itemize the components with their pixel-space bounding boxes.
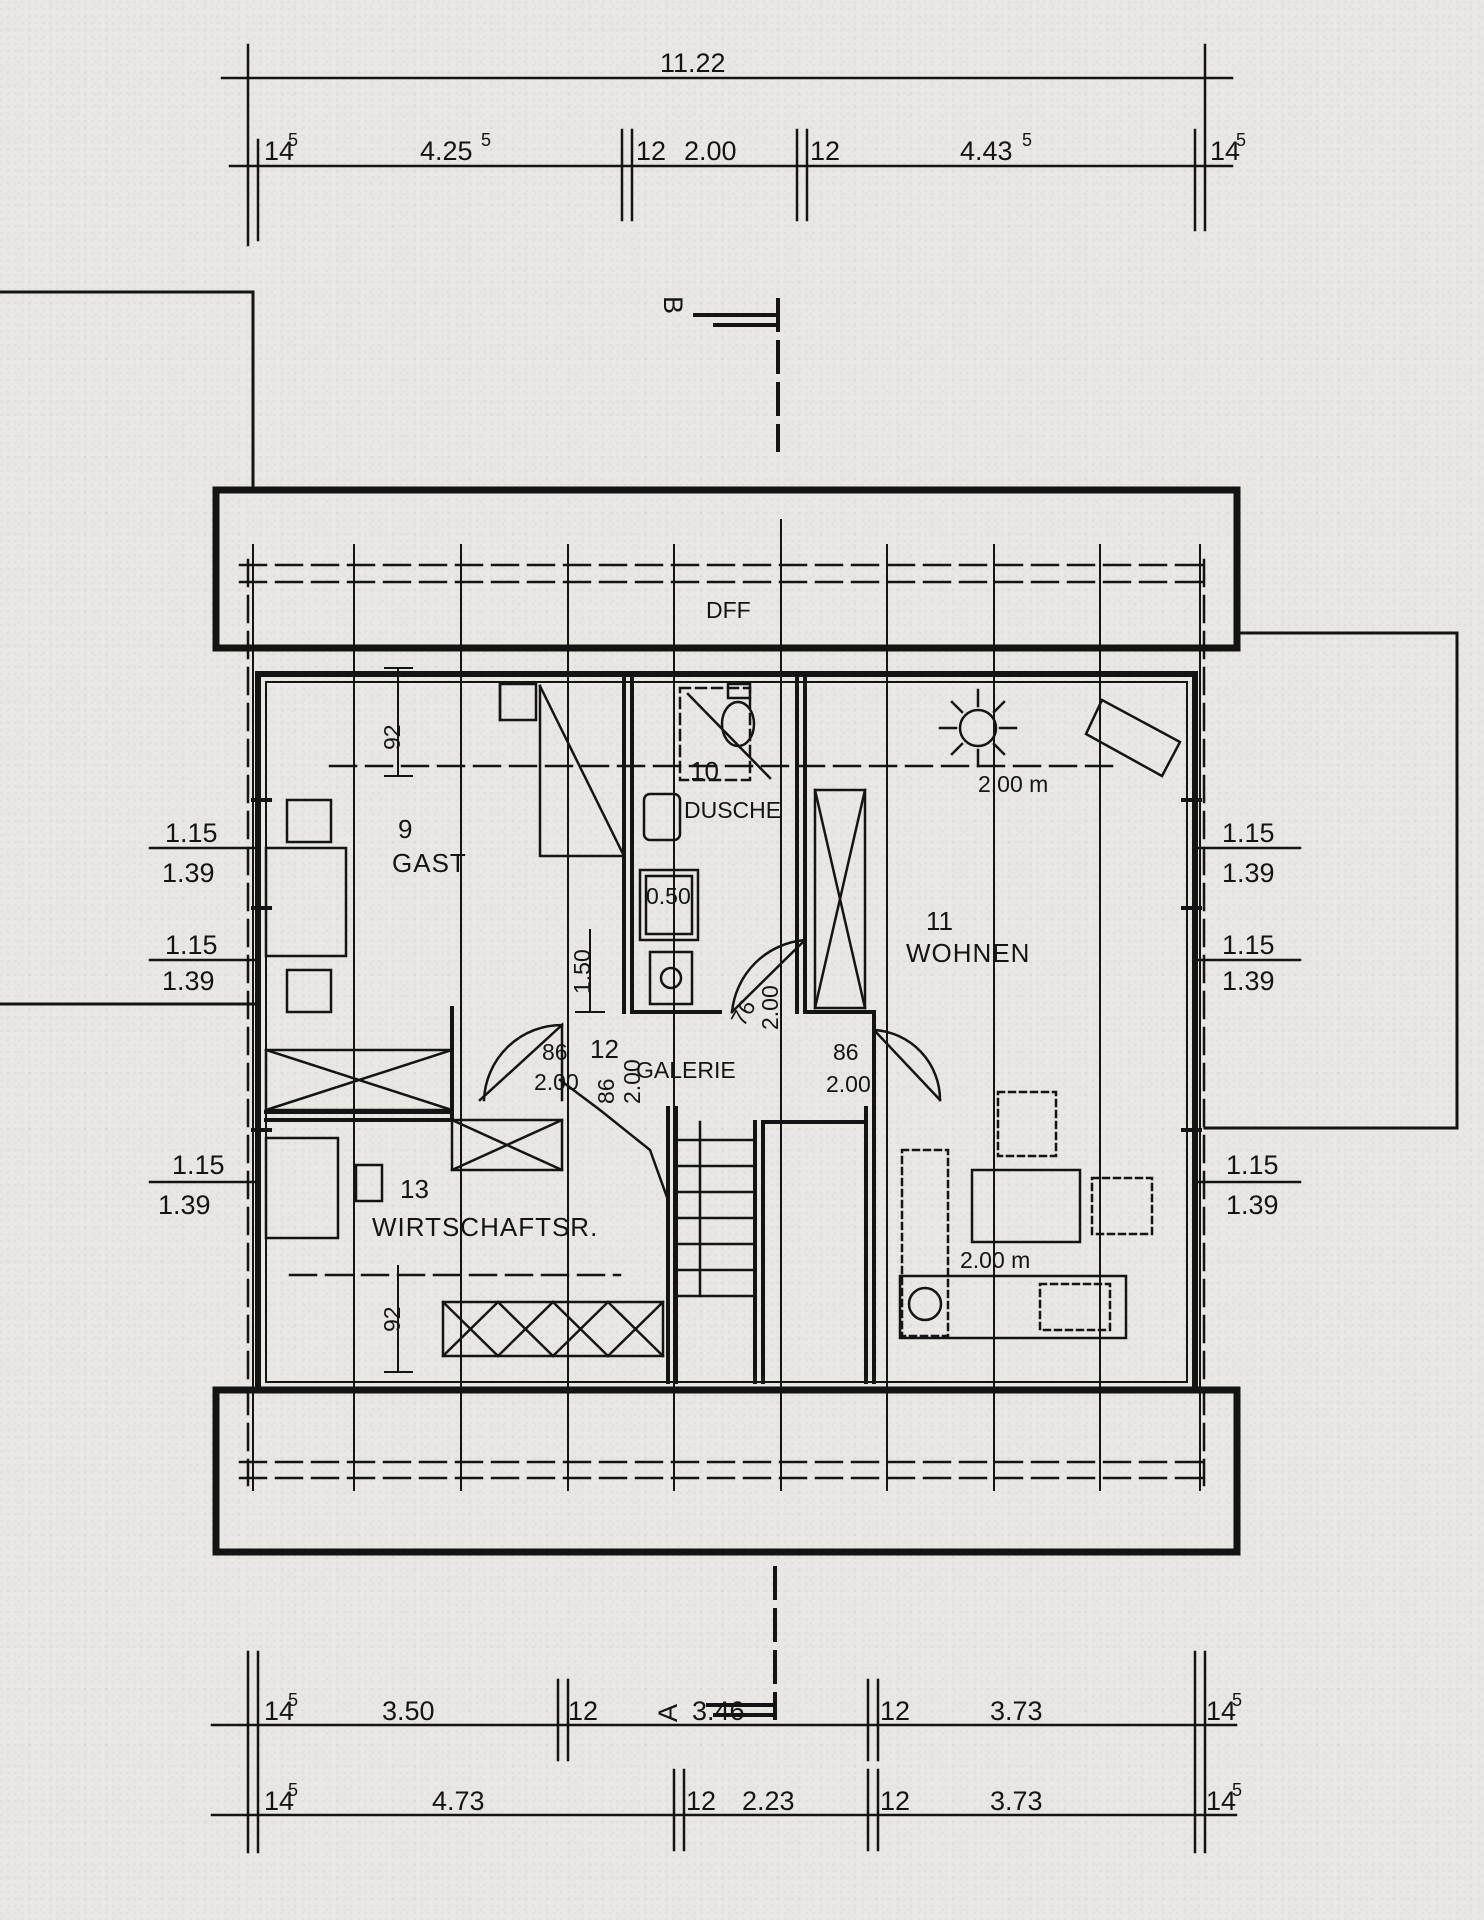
- room-name-galerie: GALERIE: [636, 1057, 736, 1083]
- height-line-top: 2.00 m: [978, 771, 1048, 797]
- stair-150: 1.50: [569, 949, 595, 994]
- bathroom-fixtures: [638, 682, 772, 1006]
- sill-markers: [384, 667, 605, 1373]
- room-number-galerie: 12: [590, 1034, 619, 1064]
- bottom1-dim-4: 3.46: [692, 1696, 745, 1726]
- bottom1-dim-3: 12: [568, 1696, 598, 1726]
- room-name-wirtschaftsraum: WIRTSCHAFTSR.: [372, 1212, 598, 1242]
- bottom2-dim-5: 12: [880, 1786, 910, 1816]
- top-dim-6: 4.43: [960, 136, 1013, 166]
- door-left-height: 2.00: [534, 1069, 579, 1095]
- outer-walls: [255, 671, 1198, 1393]
- top-dim-7-sup: 5: [1236, 130, 1246, 150]
- bottom2-dim-1-sup: 5: [288, 1780, 298, 1800]
- top-dim-5: 12: [810, 136, 840, 166]
- bottom1-dim-1-sup: 5: [288, 1690, 298, 1710]
- top-dim-4: 2.00: [684, 136, 737, 166]
- sill-92-top: 92: [379, 724, 405, 750]
- site-lines: [0, 290, 1459, 1130]
- section-cut-b: [693, 298, 780, 452]
- bottom-dimension-lines: [210, 1650, 1238, 1854]
- door-right-height: 2.00: [826, 1071, 871, 1097]
- top-dimension-lines: [220, 43, 1234, 247]
- bottom2-dim-6: 3.73: [990, 1786, 1043, 1816]
- wohnen-cupboard: [813, 788, 867, 1010]
- door-swings: [478, 937, 942, 1102]
- side-right-low-b: 1.39: [1226, 1190, 1279, 1220]
- room-name-wohnen: WOHNEN: [906, 938, 1030, 968]
- side-left-mid-a: 1.15: [165, 930, 218, 960]
- section-cut-a: [706, 1566, 777, 1720]
- bottom2-dim-7-sup: 5: [1232, 1780, 1242, 1800]
- door-mid-height: 2.00: [619, 1059, 645, 1104]
- side-right-upper-a: 1.15: [1222, 818, 1275, 848]
- dff-label: DFF: [706, 597, 751, 623]
- bottom1-dim-2: 3.50: [382, 1696, 435, 1726]
- bottom2-dim-3: 12: [686, 1786, 716, 1816]
- roof-dashed-lines: [238, 558, 1212, 1487]
- top-dim-1-sup: 5: [288, 130, 298, 150]
- bottom1-dim-6: 3.73: [990, 1696, 1043, 1726]
- section-mark-a: A: [653, 1704, 683, 1722]
- height-line-bottom: 2.00 m: [960, 1247, 1030, 1273]
- stairs: [558, 1078, 757, 1298]
- gast-furniture: [264, 682, 626, 1014]
- room-name-dusche: DUSCHE: [684, 797, 781, 823]
- top-dim-2: 4.25: [420, 136, 473, 166]
- eave-top: [212, 486, 1241, 652]
- side-left-low-b: 1.39: [158, 1190, 211, 1220]
- door-bath-width: 76: [725, 995, 760, 1030]
- side-right-mid-a: 1.15: [1222, 930, 1275, 960]
- side-left-upper-b: 1.39: [162, 858, 215, 888]
- bottom1-dim-1: 14: [264, 1696, 294, 1726]
- wohnen-furniture: [898, 688, 1182, 1340]
- room-name-gast: GAST: [392, 848, 467, 878]
- top-dim-3: 12: [636, 136, 666, 166]
- room-number-dusche: 10: [690, 756, 719, 786]
- bottom2-dim-4: 2.23: [742, 1786, 795, 1816]
- bottom2-dim-7: 14: [1206, 1786, 1236, 1816]
- top-dim-2-sup: 5: [481, 130, 491, 150]
- room-number-wirtschaftsraum: 13: [400, 1174, 429, 1204]
- top-dim-7: 14: [1210, 136, 1240, 166]
- wash-basin-050: 0.50: [646, 883, 691, 909]
- wirtschaft-furniture: [264, 1136, 665, 1358]
- room-number-wohnen: 11: [926, 906, 953, 936]
- top-total-dimension: 11.22: [660, 48, 726, 78]
- door-right-width: 86: [833, 1039, 859, 1065]
- rafter-lines: [252, 519, 1201, 1491]
- bottom1-dim-7-sup: 5: [1232, 1690, 1242, 1710]
- bottom1-dim-7: 14: [1206, 1696, 1236, 1726]
- sill-92-bottom: 92: [379, 1306, 405, 1332]
- side-right-upper-b: 1.39: [1222, 858, 1275, 888]
- side-dim-lines: [148, 846, 1302, 1184]
- top-dim-1: 14: [264, 136, 294, 166]
- bottom2-dim-1: 14: [264, 1786, 294, 1816]
- door-left-width: 86: [542, 1039, 568, 1065]
- eave-bottom: [212, 1386, 1241, 1556]
- side-right-mid-b: 1.39: [1222, 966, 1275, 996]
- side-left-mid-b: 1.39: [162, 966, 215, 996]
- side-left-low-a: 1.15: [172, 1150, 225, 1180]
- side-left-upper-a: 1.15: [165, 818, 218, 848]
- side-right-low-a: 1.15: [1226, 1150, 1279, 1180]
- wardrobe-left: [264, 1048, 564, 1172]
- top-dim-6-sup: 5: [1022, 130, 1032, 150]
- door-mid-width: 86: [593, 1078, 619, 1104]
- section-mark-b: B: [658, 296, 688, 314]
- door-bath-height: 2.00: [757, 985, 783, 1030]
- bottom2-dim-2: 4.73: [432, 1786, 485, 1816]
- room-number-gast: 9: [398, 814, 412, 844]
- bottom1-dim-5: 12: [880, 1696, 910, 1726]
